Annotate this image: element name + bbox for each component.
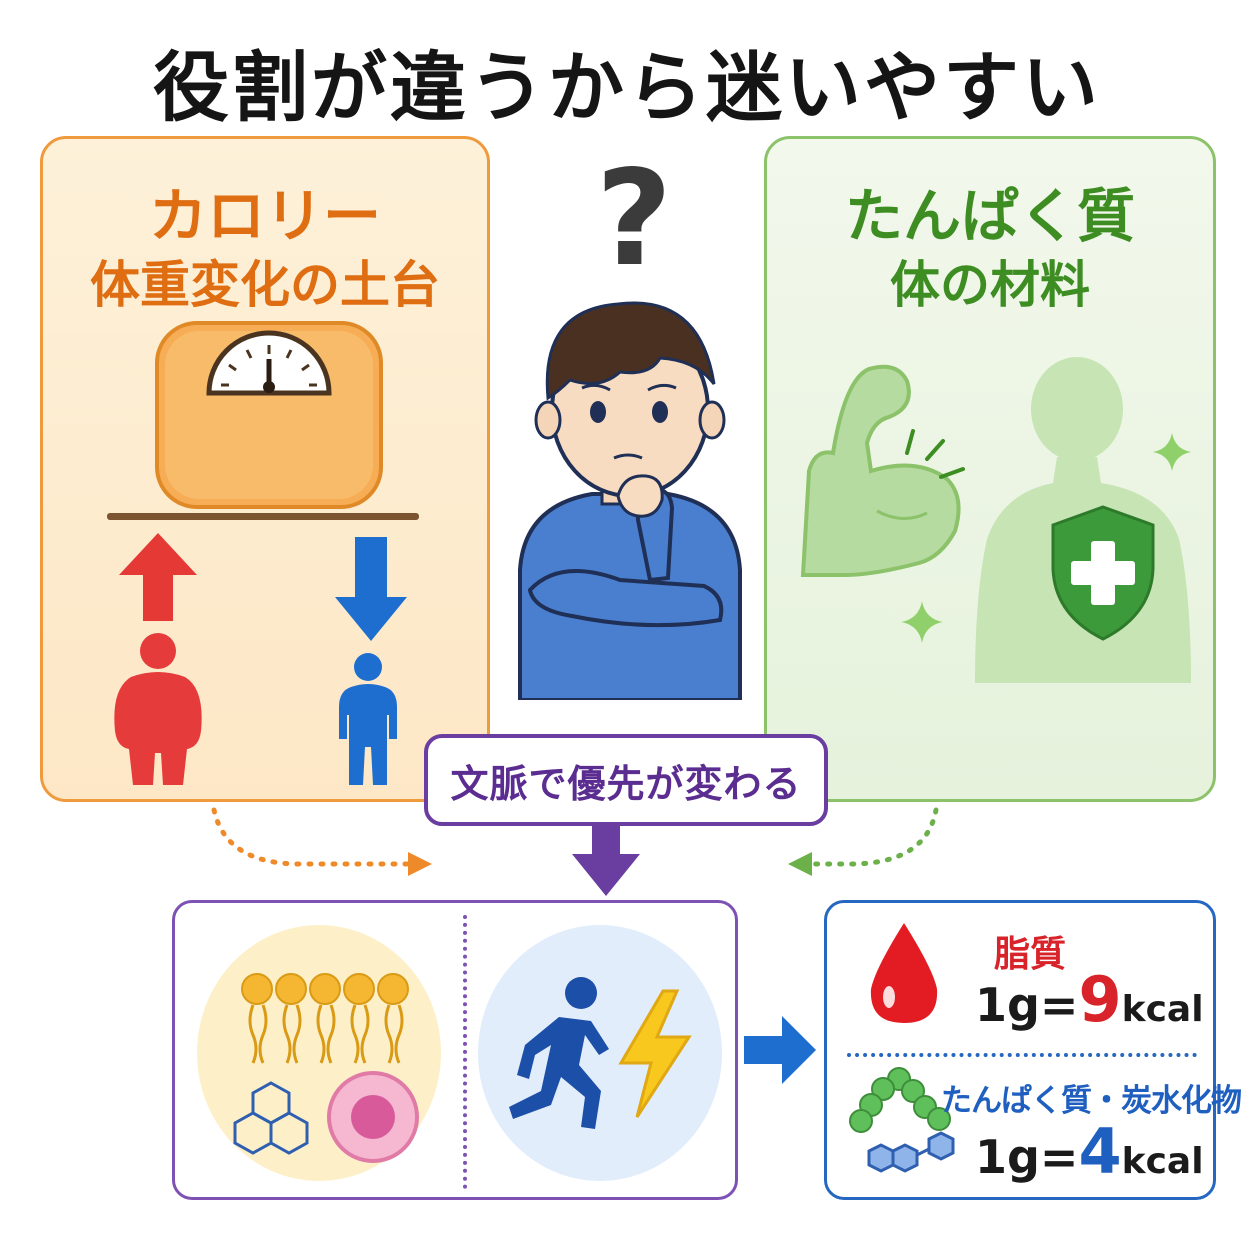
protein-panel: たんぱく質 体の材料 [764,136,1216,802]
context-label: 文脈で優先が変わる [424,734,828,826]
sparkle-icon [1153,433,1191,471]
protein-carb-kcal-prefix: 1g= [975,1130,1079,1184]
scale-platform-line [107,513,419,520]
connector-arrows [211,807,939,896]
fat-kcal-prefix: 1g= [975,978,1079,1032]
bathroom-scale-icon [155,321,383,509]
shield-cross-icon [1051,505,1155,641]
fat-kcal-number: 9 [1078,963,1122,1036]
protein-carb-kcal-unit: kcal [1121,1141,1204,1182]
protein-carb-kcal-value: 1g=4kcal [975,1115,1204,1188]
blood-drop-icon [870,923,938,1023]
flexed-arm-icon [800,364,965,577]
page-title: 役割が違うから迷いやすい [153,43,1101,132]
sparkle-icon-small [901,601,943,643]
running-person-icon [509,977,609,1129]
protein-carb-label: たんぱく質・炭水化物 [941,1083,1242,1119]
overweight-person-icon [114,633,202,785]
blue-right-arrow-icon [744,1016,816,1084]
protein-subheading: 体の材料 [890,256,1090,314]
roles-divider [463,915,467,1189]
protein-carb-kcal-number: 4 [1078,1115,1122,1188]
protein-heading: たんぱく質 [844,182,1135,250]
calorie-panel: カロリー 体重変化の土台 [40,136,490,802]
amino-chain-icon [849,1067,955,1173]
question-mark-glyph: ? [595,142,673,296]
lightning-icon [618,989,692,1118]
fat-label: 脂質 [994,934,1067,975]
kcal-box: 脂質 1g=9kcal たんぱく質・炭水化物 1g=4kcal [824,900,1242,1200]
lipid-molecule-icon [241,973,409,1064]
fat-kcal-value: 1g=9kcal [975,963,1204,1036]
roles-box [172,900,738,1200]
up-arrow-icon [119,533,197,621]
calorie-heading: カロリー [148,182,381,250]
calorie-subheading: 体重変化の土台 [90,256,440,314]
hexagon-structure-icon [233,1081,309,1155]
slim-person-icon [339,653,397,785]
down-arrow-icon [335,537,407,641]
cell-icon [327,1071,419,1163]
kcal-divider [847,1053,1197,1057]
fat-kcal-unit: kcal [1121,989,1204,1030]
thinking-person-icon [518,301,742,700]
